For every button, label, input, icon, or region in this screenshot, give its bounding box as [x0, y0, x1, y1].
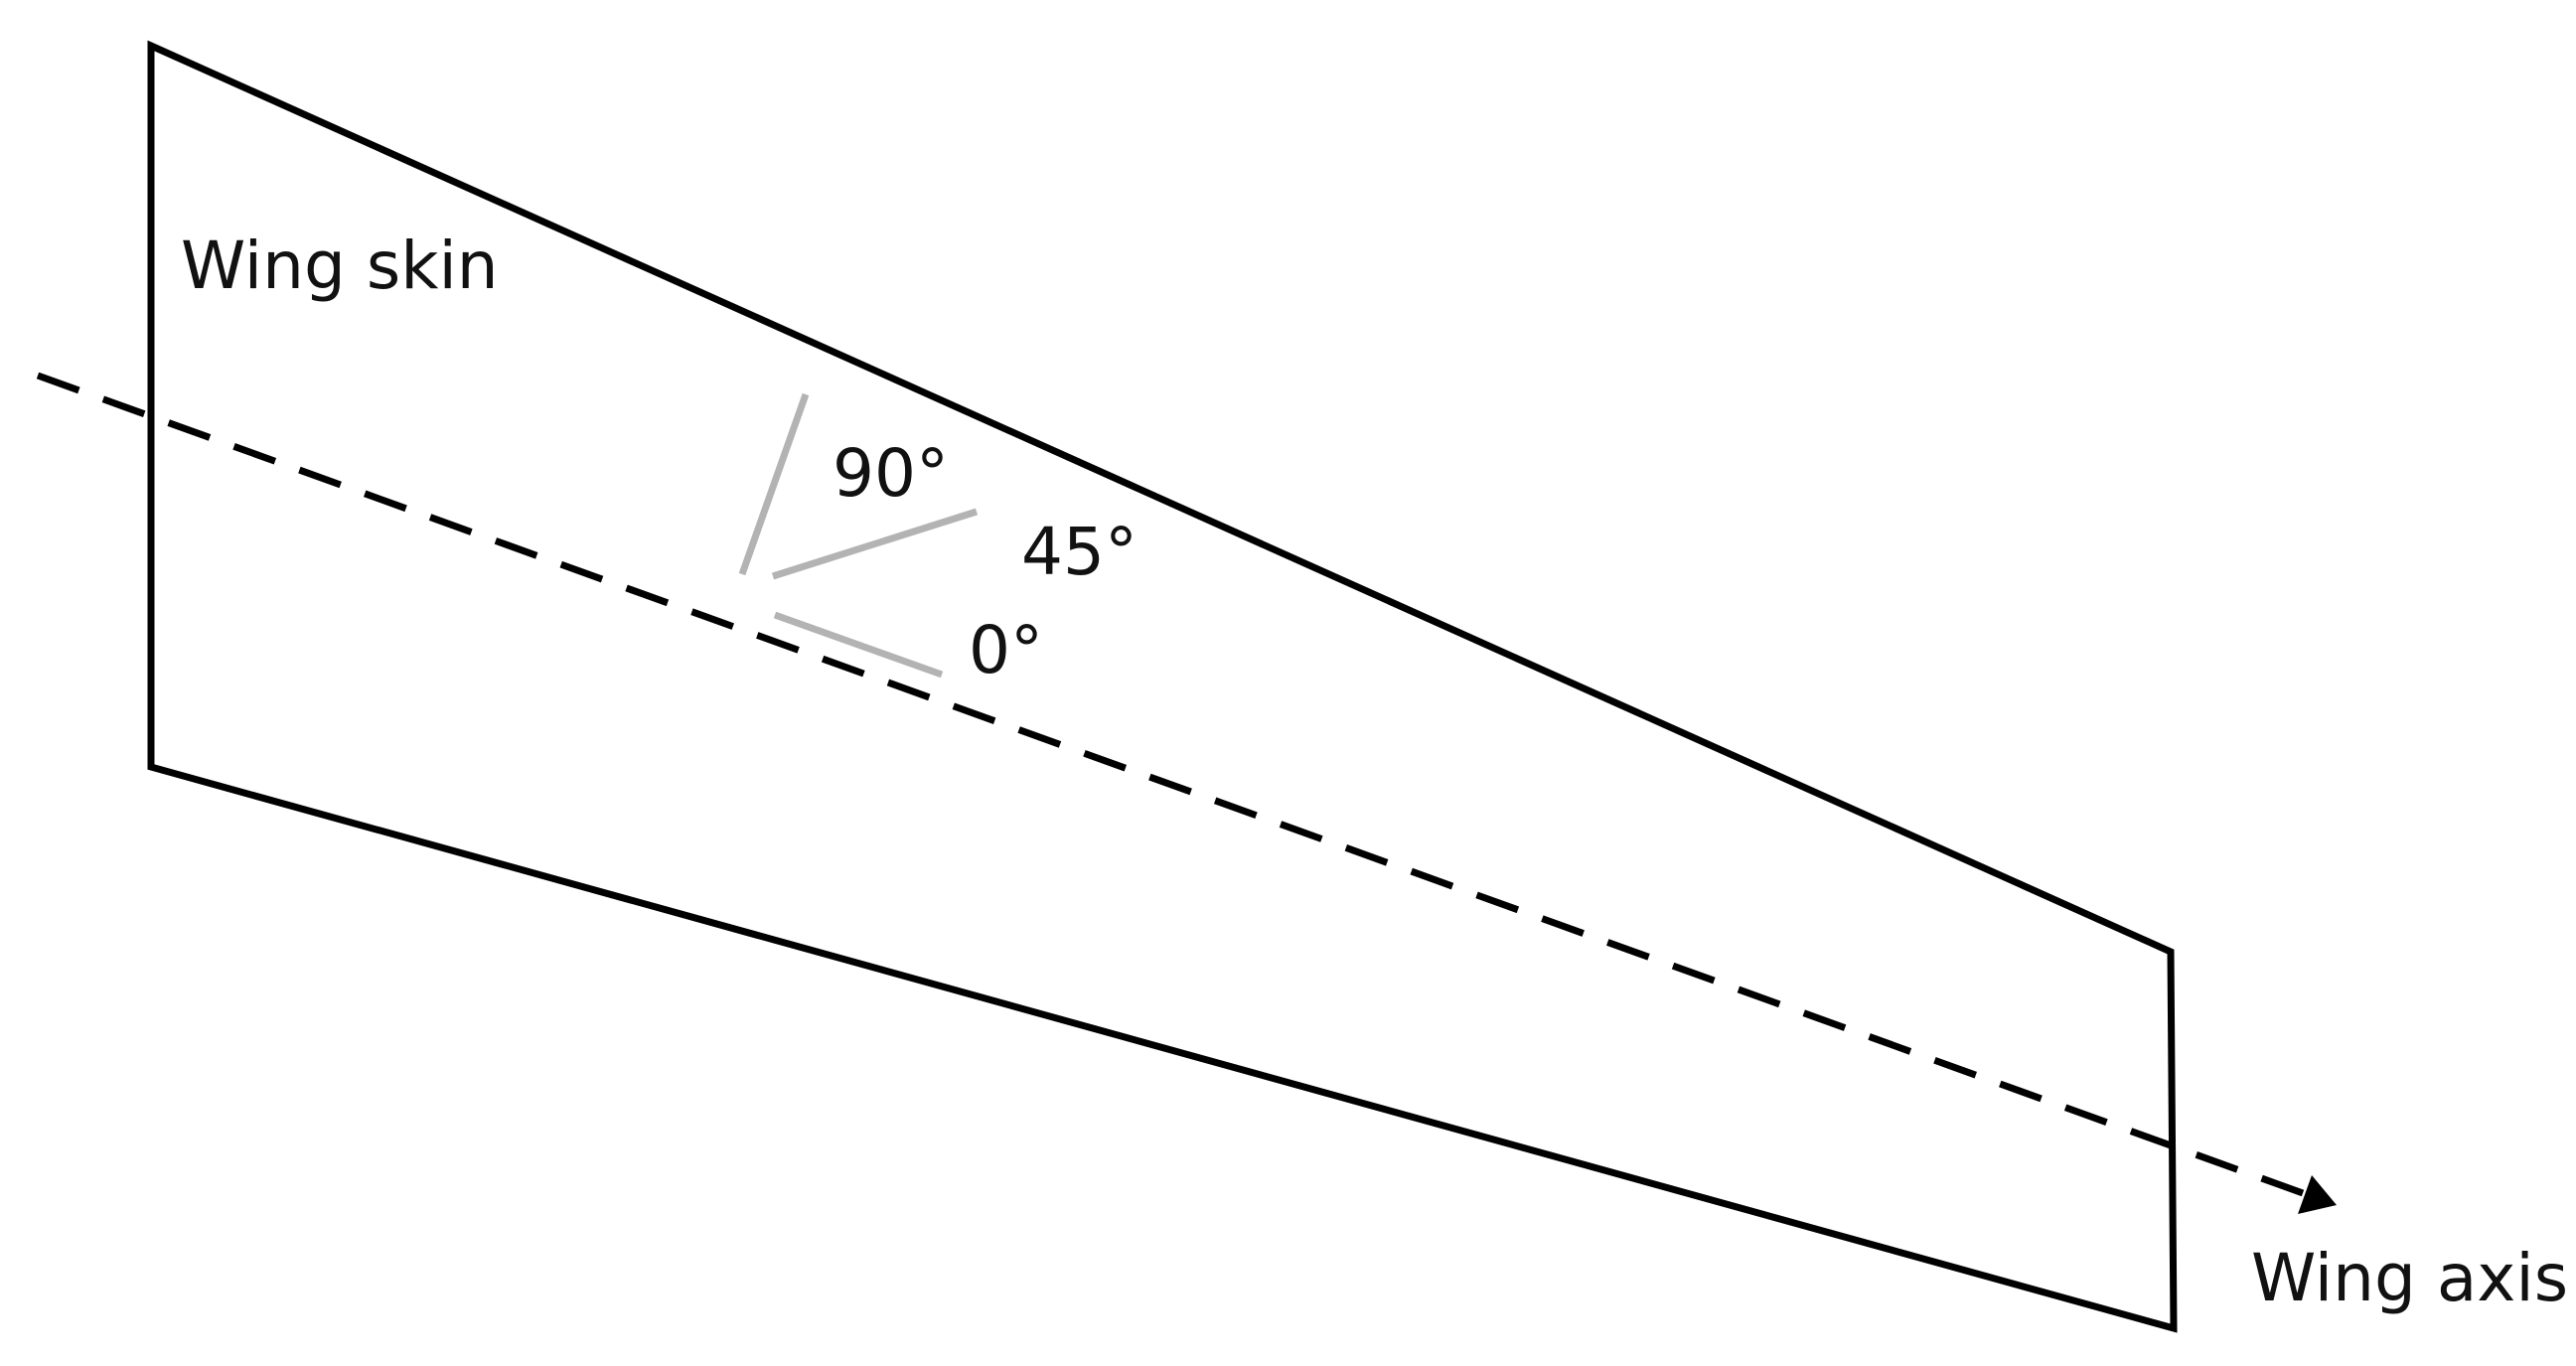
- wing-axis-label: Wing axis: [2251, 1240, 2568, 1316]
- fiber-line-45: [771, 508, 979, 580]
- angle-45-label: 45°: [1021, 514, 1137, 590]
- wing-axis-line: [36, 372, 2305, 1197]
- wing-skin-outline: [147, 40, 2178, 1333]
- angle-0-label: 0°: [969, 612, 1043, 688]
- fiber-line-0: [773, 611, 944, 679]
- angle-90-label: 90°: [833, 435, 949, 512]
- fiber-line-90: [738, 392, 810, 576]
- wing-skin-label: Wing skin: [181, 228, 499, 304]
- wing-axis-arrowhead: [2298, 1175, 2337, 1214]
